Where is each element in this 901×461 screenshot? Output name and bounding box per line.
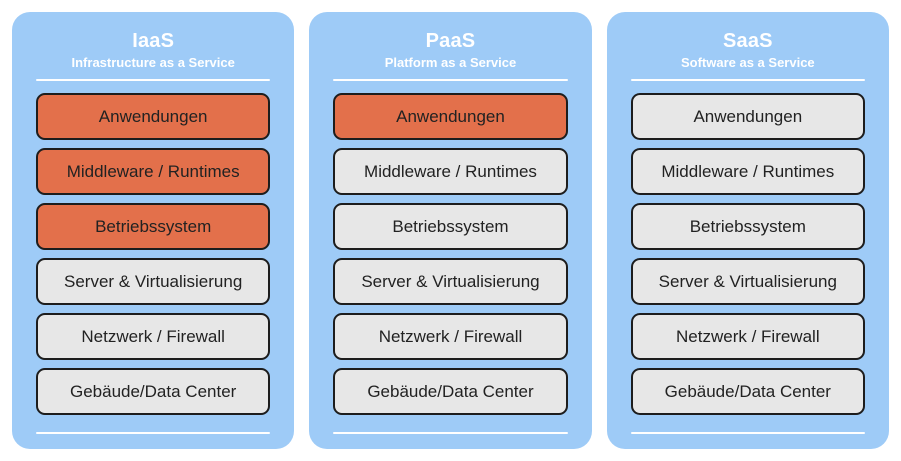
layer-stack-paas: Anwendungen Middleware / Runtimes Betrie… xyxy=(333,93,568,415)
panel-title-saas: SaaS xyxy=(722,30,773,52)
panel-subtitle-iaas: Infrastructure as a Service xyxy=(71,55,235,70)
header-divider-saas xyxy=(630,79,865,81)
panel-paas: PaaS Platform as a Service Anwendungen M… xyxy=(309,12,592,449)
layer-iaas-betriebssystem: Betriebssystem xyxy=(36,203,271,250)
layer-saas-anwendungen: Anwendungen xyxy=(630,93,865,140)
layer-stack-iaas: Anwendungen Middleware / Runtimes Betrie… xyxy=(36,93,271,415)
layer-paas-netzwerk-firewall: Netzwerk / Firewall xyxy=(333,313,568,360)
layer-iaas-anwendungen: Anwendungen xyxy=(36,93,271,140)
layer-saas-middleware-runtimes: Middleware / Runtimes xyxy=(630,148,865,195)
panel-subtitle-saas: Software as a Service xyxy=(680,55,815,70)
layer-stack-saas: Anwendungen Middleware / Runtimes Betrie… xyxy=(630,93,865,415)
panel-header-saas: SaaS Software as a Service xyxy=(630,12,865,81)
footer-divider-paas xyxy=(333,432,568,434)
layer-iaas-server-virtualisierung: Server & Virtualisierung xyxy=(36,258,271,305)
layer-saas-server-virtualisierung: Server & Virtualisierung xyxy=(630,258,865,305)
layer-paas-anwendungen: Anwendungen xyxy=(333,93,568,140)
header-divider-iaas xyxy=(36,79,271,81)
footer-divider-iaas xyxy=(36,432,271,434)
panel-title-iaas: IaaS xyxy=(132,30,175,52)
panel-header-paas: PaaS Platform as a Service xyxy=(333,12,568,81)
layer-iaas-netzwerk-firewall: Netzwerk / Firewall xyxy=(36,313,271,360)
layer-saas-gebaeude-data-center: Gebäude/Data Center xyxy=(630,368,865,415)
panel-subtitle-paas: Platform as a Service xyxy=(384,55,517,70)
layer-saas-betriebssystem: Betriebssystem xyxy=(630,203,865,250)
layer-iaas-middleware-runtimes: Middleware / Runtimes xyxy=(36,148,271,195)
panel-title-paas: PaaS xyxy=(425,30,476,52)
panel-iaas: IaaS Infrastructure as a Service Anwendu… xyxy=(12,12,295,449)
header-divider-paas xyxy=(333,79,568,81)
layer-paas-gebaeude-data-center: Gebäude/Data Center xyxy=(333,368,568,415)
layer-paas-betriebssystem: Betriebssystem xyxy=(333,203,568,250)
panel-header-iaas: IaaS Infrastructure as a Service xyxy=(36,12,271,81)
layer-paas-server-virtualisierung: Server & Virtualisierung xyxy=(333,258,568,305)
panel-saas: SaaS Software as a Service Anwendungen M… xyxy=(606,12,889,449)
layer-paas-middleware-runtimes: Middleware / Runtimes xyxy=(333,148,568,195)
layer-iaas-gebaeude-data-center: Gebäude/Data Center xyxy=(36,368,271,415)
footer-divider-saas xyxy=(630,432,865,434)
layer-saas-netzwerk-firewall: Netzwerk / Firewall xyxy=(630,313,865,360)
